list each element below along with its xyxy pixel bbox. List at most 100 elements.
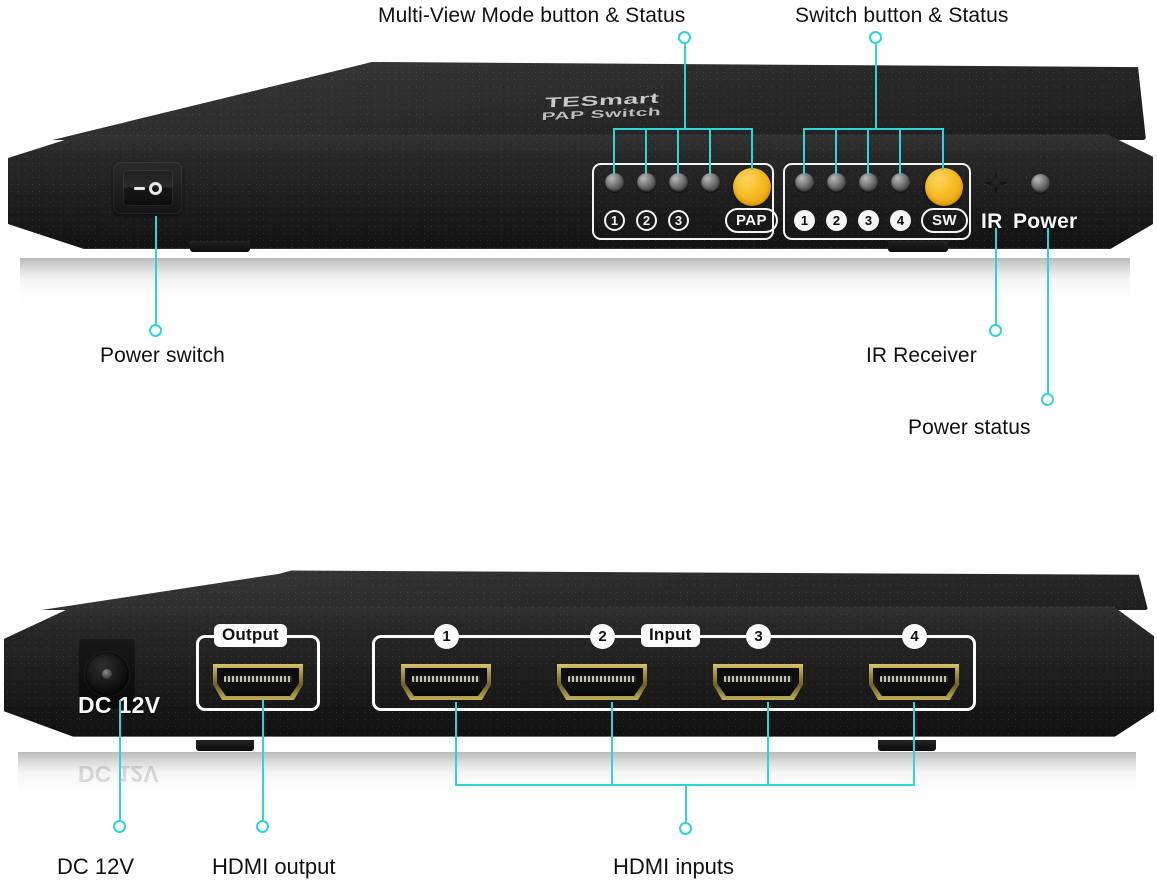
pap-status-led-4 <box>701 173 720 192</box>
pap-group-box <box>592 163 774 240</box>
callout-drop-sw-led-4 <box>899 128 901 174</box>
callout-dot-dc <box>113 820 126 833</box>
callout-dot-multiview <box>678 31 691 44</box>
callout-label-multiview: Multi-View Mode button & Status <box>378 4 686 27</box>
hdmi-pins <box>880 676 948 682</box>
sw-label-4: 4 <box>890 210 911 231</box>
pap-status-led-2 <box>637 173 656 192</box>
callout-drop-sw-led-1 <box>803 128 805 174</box>
power-label: Power <box>1013 210 1078 233</box>
sw-label-3: 3 <box>858 210 879 231</box>
callout-drop-pap-led-3 <box>677 128 679 174</box>
callout-label-dc: DC 12V <box>57 854 135 879</box>
callout-drop-sw-led-2 <box>835 128 837 174</box>
hdmi-input-port-2[interactable] <box>557 664 647 700</box>
callout-label-switch: Switch button & Status <box>795 4 1009 27</box>
pap-status-led-1 <box>605 173 624 192</box>
callout-drop-input-1 <box>455 702 457 786</box>
power-status-led <box>1031 174 1050 193</box>
rocker-cap[interactable] <box>122 169 173 207</box>
input-number-4: 4 <box>902 624 927 649</box>
power-on-icon <box>133 186 145 190</box>
hdmi-cavity <box>561 668 643 696</box>
sw-status-led-2 <box>827 173 846 192</box>
sw-label-2: 2 <box>826 210 847 231</box>
sw-status-led-1 <box>795 173 814 192</box>
hdmi-input-port-1[interactable] <box>401 664 491 700</box>
callout-drop-sw-led-3 <box>867 128 869 174</box>
rear-device-foot <box>878 740 936 751</box>
callout-drop-sw-button <box>942 128 944 170</box>
callout-stem-hdmi-inputs <box>685 784 687 824</box>
power-off-icon <box>148 181 162 195</box>
hdmi-cavity <box>405 668 487 696</box>
dc-power-jack[interactable] <box>78 638 136 710</box>
pap-status-led-3 <box>669 173 688 192</box>
device-foot <box>190 241 250 252</box>
callout-label-power-switch: Power switch <box>100 344 225 367</box>
sw-button-label: SW <box>921 208 968 233</box>
callout-stem-ir <box>995 228 997 326</box>
callout-stem-power-switch <box>155 216 157 326</box>
hdmi-pins <box>568 676 636 682</box>
callout-bar-switch <box>803 128 944 130</box>
callout-dot-hdmi-output <box>256 820 269 833</box>
front-device-reflection <box>20 258 1130 316</box>
output-port-tag: Output <box>214 624 287 648</box>
hdmi-pins <box>412 676 480 682</box>
sw-group-box <box>783 163 971 240</box>
callout-label-power-status: Power status <box>908 416 1031 439</box>
callout-drop-pap-led-2 <box>645 128 647 174</box>
device-foot <box>888 241 948 252</box>
hdmi-cavity <box>717 668 799 696</box>
input-number-3: 3 <box>746 624 771 649</box>
callout-label-ir-receiver: IR Receiver <box>866 344 977 367</box>
callout-stem-power-status <box>1047 228 1049 395</box>
callout-dot-switch <box>869 31 882 44</box>
hdmi-input-port-4[interactable] <box>869 664 959 700</box>
callout-dot-power-status <box>1041 393 1054 406</box>
input-port-tag: Input <box>641 624 700 648</box>
hdmi-cavity <box>873 668 955 696</box>
pap-label-1: 1 <box>604 210 625 231</box>
callout-drop-pap-led-1 <box>613 128 615 174</box>
callout-drop-input-4 <box>913 702 915 786</box>
sw-label-1: 1 <box>794 210 815 231</box>
pap-label-2: 2 <box>636 210 657 231</box>
input-number-1: 1 <box>434 624 459 649</box>
callout-drop-pap-led-4 <box>709 128 711 174</box>
power-switch[interactable] <box>113 161 183 215</box>
callout-drop-input-2 <box>611 702 613 786</box>
rear-panel-device <box>4 568 1154 758</box>
pap-label-3: 3 <box>668 210 689 231</box>
sw-button[interactable] <box>925 168 963 206</box>
pap-button-label: PAP <box>725 208 778 233</box>
rear-device-foot <box>196 740 254 751</box>
sw-status-led-4 <box>891 173 910 192</box>
callout-stem-hdmi-output <box>262 700 264 822</box>
callout-label-hdmi-output: HDMI output <box>212 854 336 879</box>
callout-bar-multiview <box>613 128 753 130</box>
callout-stem-dc <box>119 700 121 822</box>
callout-dot-ir <box>989 324 1002 337</box>
dc-jack-barrel <box>85 652 129 696</box>
callout-drop-input-3 <box>767 702 769 786</box>
dc-jack-pin <box>102 669 112 679</box>
hdmi-input-port-3[interactable] <box>713 664 803 700</box>
hdmi-output-port[interactable] <box>213 664 303 700</box>
callout-stem-switch <box>875 44 877 130</box>
ir-label: IR <box>981 210 1003 233</box>
device-top-lid <box>52 62 1146 140</box>
callout-stem-multiview <box>684 44 686 130</box>
hdmi-cavity <box>217 668 299 696</box>
callout-dot-power-switch <box>149 324 162 337</box>
rear-top-lid <box>41 570 1148 610</box>
hdmi-pins <box>724 676 792 682</box>
sw-status-led-3 <box>859 173 878 192</box>
input-number-2: 2 <box>590 624 615 649</box>
pap-button[interactable] <box>733 168 771 206</box>
callout-label-hdmi-inputs: HDMI inputs <box>613 854 735 879</box>
callout-dot-hdmi-inputs <box>679 822 692 835</box>
rear-device-reflection <box>18 752 1136 808</box>
